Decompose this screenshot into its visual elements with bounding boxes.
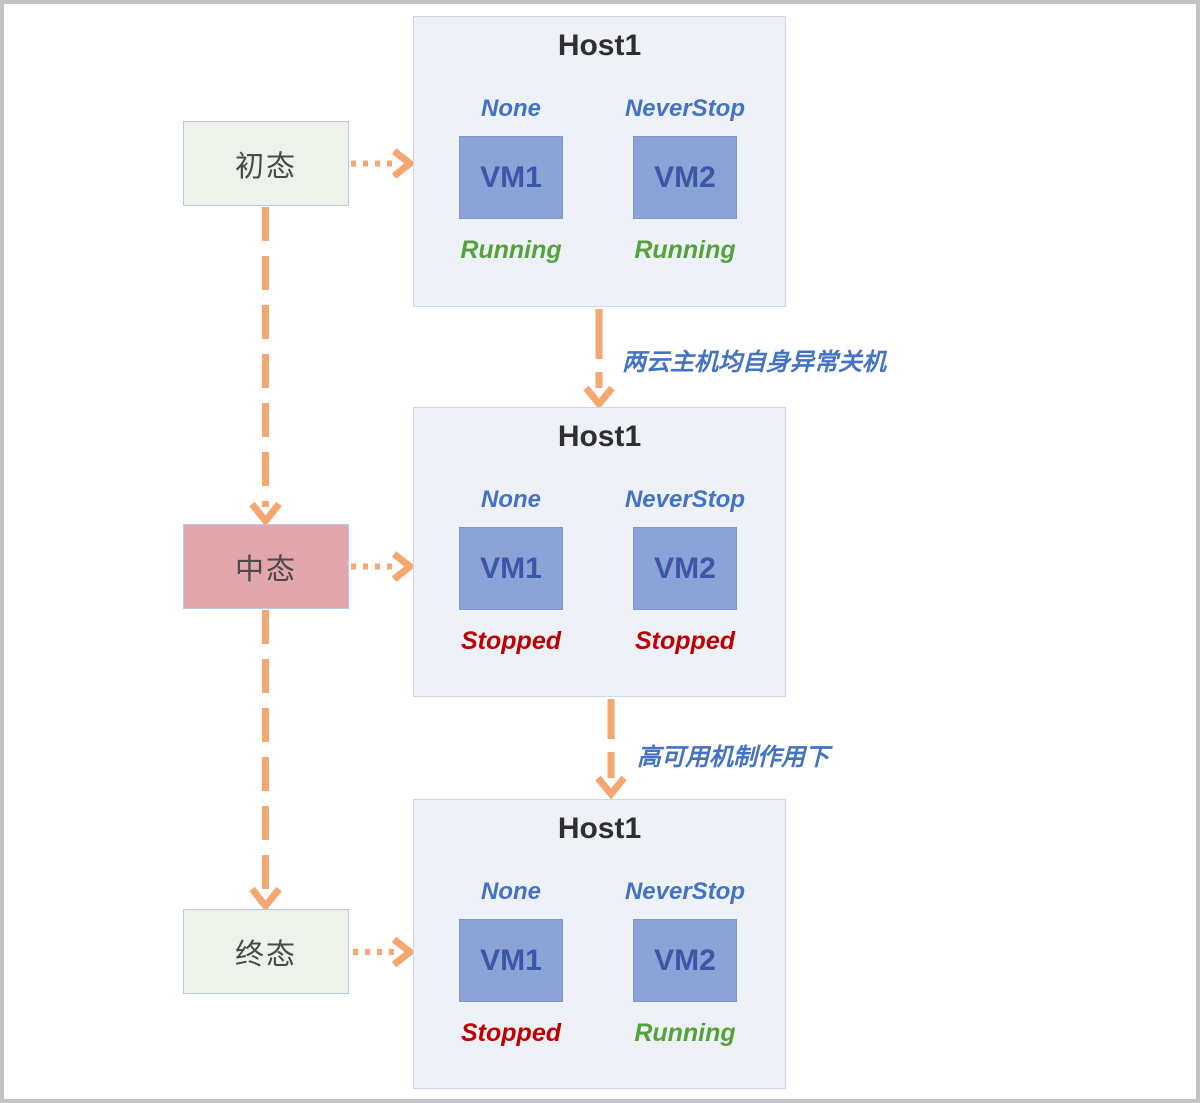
host-transition-arrow-2	[595, 699, 627, 800]
vm-policy-label: NeverStop	[624, 486, 746, 513]
vm-box: VM1	[459, 136, 563, 219]
vm-column: NeverStop VM2 Running	[600, 92, 770, 265]
vm-policy-label: NeverStop	[624, 878, 746, 905]
host-title: Host1	[557, 812, 642, 845]
vm-box: VM1	[459, 919, 563, 1002]
vm-status: Running	[634, 236, 736, 264]
vm-status: Running	[634, 1019, 736, 1047]
state-to-state-arrow-1	[249, 207, 282, 527]
state-to-host-arrow-3	[353, 936, 416, 968]
host-box-2: Host1 None VM1 Stopped NeverStop VM2 Sto…	[413, 407, 786, 697]
state-box-final: 终态	[183, 909, 349, 994]
state-box-middle: 中态	[183, 524, 349, 609]
vm-box: VM2	[633, 919, 737, 1002]
state-to-state-arrow-2	[249, 610, 282, 912]
state-to-host-arrow-2	[351, 551, 416, 582]
host-box-3: Host1 None VM1 Stopped NeverStop VM2 Run…	[413, 799, 786, 1089]
vm-box: VM2	[633, 527, 737, 610]
vm-policy-label: NeverStop	[624, 95, 746, 122]
transition-label-2: 高可用机制作用下	[637, 744, 829, 771]
host-title: Host1	[557, 420, 642, 453]
vm-box: VM2	[633, 136, 737, 219]
host-box-1: Host1 None VM1 Running NeverStop VM2 Run…	[413, 16, 786, 307]
connector-layer	[249, 148, 627, 968]
vm-column: NeverStop VM2 Stopped	[600, 483, 770, 656]
vm-name: VM1	[480, 551, 542, 585]
vm-name: VM1	[480, 943, 542, 977]
transition-label-1: 两云主机均自身异常关机	[622, 349, 886, 376]
vm-name: VM2	[654, 943, 716, 977]
vm-policy-label: None	[481, 486, 541, 513]
vm-name: VM2	[654, 160, 716, 194]
vm-status: Running	[460, 236, 562, 264]
host-title: Host1	[557, 29, 642, 62]
state-to-host-arrow-1	[351, 148, 416, 179]
vm-policy-label: None	[481, 95, 541, 122]
vm-column: None VM1 Stopped	[426, 875, 596, 1048]
state-box-initial: 初态	[183, 121, 349, 206]
vm-column: None VM1 Stopped	[426, 483, 596, 656]
vm-status: Stopped	[635, 627, 735, 655]
vm-name: VM2	[654, 551, 716, 585]
vm-policy-label: None	[481, 878, 541, 905]
vm-column: NeverStop VM2 Running	[600, 875, 770, 1048]
vm-name: VM1	[480, 160, 542, 194]
state-label-initial: 初态	[234, 150, 297, 183]
vm-box: VM1	[459, 527, 563, 610]
host-transition-arrow-1	[583, 309, 615, 410]
state-label-middle: 中态	[234, 553, 297, 586]
state-label-final: 终态	[234, 938, 297, 971]
vm-status: Stopped	[461, 627, 561, 655]
vm-column: None VM1 Running	[426, 92, 596, 265]
vm-status: Stopped	[461, 1019, 561, 1047]
